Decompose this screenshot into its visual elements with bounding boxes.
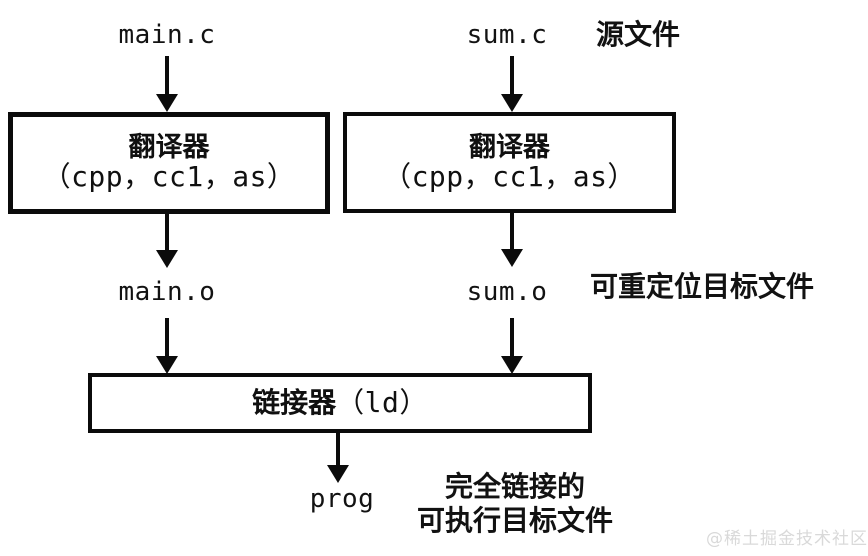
translator-box-right[interactable]: 翻译器 （cpp，cc1，as）	[343, 112, 676, 213]
arrow-translator-right-to-sum-o	[500, 213, 524, 267]
translator-right-tools: （cpp，cc1，as）	[383, 159, 636, 193]
annotation-fully-linked-executable: 完全链接的 可执行目标文件	[398, 470, 632, 538]
translator-left-tools: （cpp，cc1，as）	[42, 160, 296, 194]
annotation-source-files: 源文件	[596, 18, 681, 51]
annotation-executable-line-2: 可执行目标文件	[416, 504, 613, 538]
arrow-sum-o-to-linker	[500, 318, 524, 374]
watermark-label: @稀土掘金技术社区	[706, 529, 868, 549]
translator-right-title: 翻译器	[469, 131, 550, 163]
annotation-relocatable-object-files: 可重定位目标文件	[590, 270, 815, 303]
source-file-label-sum-c: sum.c	[466, 20, 548, 50]
arrow-translator-left-to-main-o	[155, 214, 179, 268]
executable-file-label-prog: prog	[309, 484, 375, 514]
linker-label-row: 链接器 （ld）	[252, 386, 428, 420]
linker-box[interactable]: 链接器 （ld）	[88, 373, 592, 433]
translator-box-left[interactable]: 翻译器 （cpp，cc1，as）	[8, 112, 330, 214]
arrow-linker-to-prog	[326, 433, 350, 483]
arrow-sum-c-to-translator-right	[500, 56, 524, 112]
source-file-label-main-c: main.c	[118, 20, 216, 50]
linker-tool: （ld）	[336, 386, 428, 420]
annotation-executable-line-1: 完全链接的	[444, 470, 585, 503]
arrow-main-o-to-linker	[155, 318, 179, 374]
arrow-main-c-to-translator-left	[155, 56, 179, 112]
translator-left-title: 翻译器	[128, 132, 210, 164]
object-file-label-sum-o: sum.o	[466, 277, 548, 307]
object-file-label-main-o: main.o	[118, 277, 216, 307]
linker-title: 链接器	[252, 386, 337, 420]
